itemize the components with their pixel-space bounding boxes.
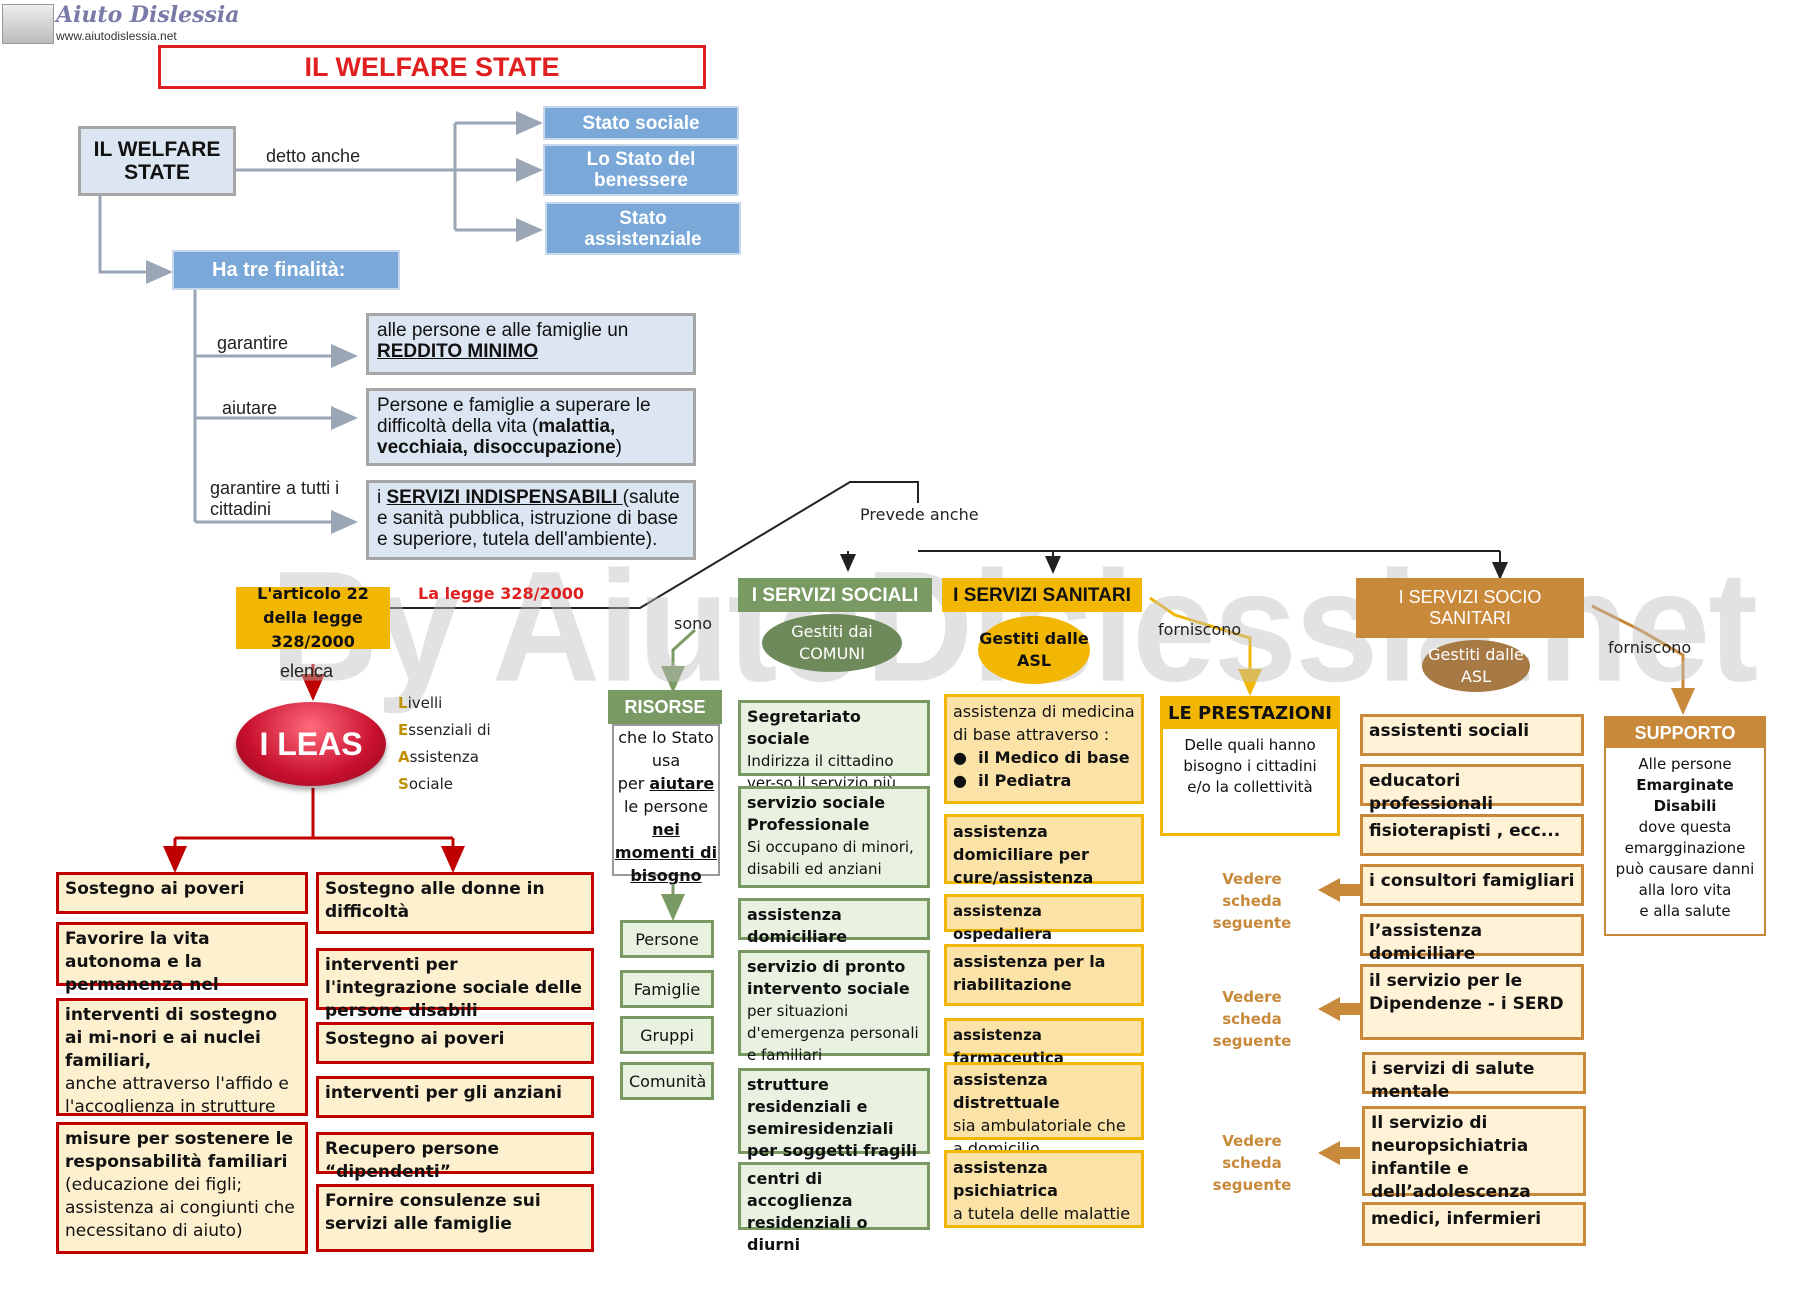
name-stato-assistenziale: Stato assistenziale bbox=[545, 202, 741, 255]
risorse-text: che lo Stato usa per aiutare le persone … bbox=[612, 724, 720, 885]
leas-left-item: Favorire la vita autonoma e la permanenz… bbox=[56, 922, 308, 1018]
vedere-scheda-note: Vedere scheda seguente bbox=[1212, 988, 1292, 1050]
socio-item: medici, infermieri bbox=[1362, 1202, 1586, 1246]
leas-right-item: interventi per gli anziani bbox=[316, 1076, 594, 1118]
page-title: IL WELFARE STATE bbox=[158, 45, 706, 89]
verb-aiutare: aiutare bbox=[222, 398, 278, 418]
finalita-header: Ha tre finalità: bbox=[172, 250, 400, 290]
vedere-scheda-note: Vedere scheda seguente bbox=[1212, 1132, 1292, 1194]
vedere-scheda-note: Vedere scheda seguente bbox=[1212, 870, 1292, 932]
leas-right-item: Sostegno alle donne in difficoltà bbox=[316, 872, 594, 934]
prestazioni-header: LE PRESTAZIONI bbox=[1163, 699, 1337, 729]
sociali-oval: Gestiti dai COMUNI bbox=[762, 614, 902, 672]
verb-garantire: garantire bbox=[217, 333, 289, 353]
leas-right-item: Fornire consulenze sui servizi alle fami… bbox=[316, 1184, 594, 1252]
sanitari-item: assistenza domiciliare per cure/assisten… bbox=[944, 814, 1144, 887]
articolo-22-box: L'articolo 22 della legge 328/2000 bbox=[236, 584, 390, 651]
legge-label: La legge 328/2000 bbox=[418, 584, 584, 603]
finalita-box-servizi: i SERVIZI INDISPENSABILI (salute e sanit… bbox=[366, 480, 696, 560]
name-stato-sociale: Stato sociale bbox=[543, 106, 739, 140]
sono-label: sono bbox=[674, 614, 713, 633]
sociali-item: assistenza domiciliare bbox=[738, 898, 930, 946]
logo-url: www.aiutodislessia.net bbox=[56, 29, 177, 43]
supporto-text: Alle persone Emarginate Disabili dove qu… bbox=[1615, 755, 1755, 920]
socio-item: fisioterapisti , ecc... bbox=[1360, 814, 1584, 856]
logo-name: Aiuto Dislessia bbox=[56, 2, 240, 28]
prestazioni-text: Delle quali hanno bisogno i cittadini e/… bbox=[1183, 736, 1317, 796]
sanitari-oval: Gestiti dalle ASL bbox=[978, 616, 1090, 684]
name-stato-benessere: Lo Stato del benessere bbox=[543, 144, 739, 196]
leas-right-item: Sostegno ai poveri bbox=[316, 1022, 594, 1064]
sociali-item: strutture residenziali e semiresidenzial… bbox=[738, 1068, 930, 1160]
socio-item: i consultori famigliari bbox=[1360, 864, 1584, 906]
leas-left-item: misure per sostenere le responsabilità f… bbox=[56, 1122, 308, 1254]
socio-item: l’assistenza domiciliare bbox=[1360, 914, 1584, 964]
leas-oval: I LEAS bbox=[236, 702, 386, 786]
detto-anche-label: detto anche bbox=[266, 146, 361, 166]
leas-right-item: interventi per l'integrazione sociale de… bbox=[316, 948, 594, 1021]
forniscono-socio-label: forniscono bbox=[1608, 638, 1692, 657]
sanitari-item: assistenza ospedaliera bbox=[944, 894, 1144, 943]
elenca-label: elenca bbox=[280, 661, 334, 681]
leas-right-item: Recupero persone “dipendenti” bbox=[316, 1132, 594, 1182]
risorse-item: Comunità bbox=[620, 1062, 714, 1100]
socio-item: Il servizio di neuropsichiatria infantil… bbox=[1362, 1106, 1586, 1202]
leas-acronym: Livelli Essenziali di Assistenza Sociale bbox=[398, 694, 491, 793]
socio-item: i servizi di salute mentale bbox=[1362, 1052, 1586, 1102]
finalita-box-difficolta: Persone e famiglie a superare le diffico… bbox=[366, 388, 696, 466]
finalita-box-reddito: alle persone e alle famiglie un REDDITO … bbox=[366, 313, 696, 375]
sociali-item: servizio di pronto intervento sociale pe… bbox=[738, 950, 930, 1064]
prevede-anche-label: Prevede anche bbox=[860, 505, 979, 524]
forniscono-label: forniscono bbox=[1158, 620, 1242, 639]
socio-oval: Gestiti dalle ASL bbox=[1422, 640, 1530, 692]
risorse-item: Persone bbox=[620, 920, 714, 958]
sociali-item: centri di accoglienza residenziali o diu… bbox=[738, 1162, 930, 1254]
leas-left-item: Sostegno ai poveri bbox=[56, 872, 308, 914]
leas-left-item: interventi di sostegno ai mi-nori e ai n… bbox=[56, 998, 308, 1116]
servizi-sociali-header: I SERVIZI SOCIALI bbox=[738, 578, 932, 612]
sanitari-item: assistenza di medicina di base attravers… bbox=[944, 694, 1144, 804]
servizi-sanitari-header: I SERVIZI SANITARI bbox=[942, 578, 1142, 612]
verb-garantire-tutti: garantire a tutti i cittadini bbox=[210, 478, 340, 519]
supporto-box: SUPPORTO Alle persone Emarginate Disabil… bbox=[1604, 716, 1766, 936]
welfare-state-box: IL WELFARE STATE bbox=[78, 126, 236, 196]
socio-sanitari-header: I SERVIZI SOCIO SANITARI bbox=[1356, 578, 1584, 638]
sanitari-item: assistenza farmaceutica bbox=[944, 1018, 1144, 1067]
socio-item: educatori professionali bbox=[1360, 764, 1584, 814]
prestazioni-box: LE PRESTAZIONI Delle quali hanno bisogno… bbox=[1160, 696, 1340, 836]
supporto-header: SUPPORTO bbox=[1606, 718, 1764, 748]
logo-icon bbox=[2, 4, 54, 44]
risorse-header: RISORSE bbox=[608, 690, 722, 724]
risorse-item: Famiglie bbox=[620, 970, 714, 1008]
socio-item: assistenti sociali bbox=[1360, 714, 1584, 756]
sanitari-item: assistenza per la riabilitazione bbox=[944, 944, 1144, 1006]
socio-item: il servizio per le Dipendenze - i SERD bbox=[1360, 964, 1584, 1040]
risorse-item: Gruppi bbox=[620, 1016, 714, 1054]
